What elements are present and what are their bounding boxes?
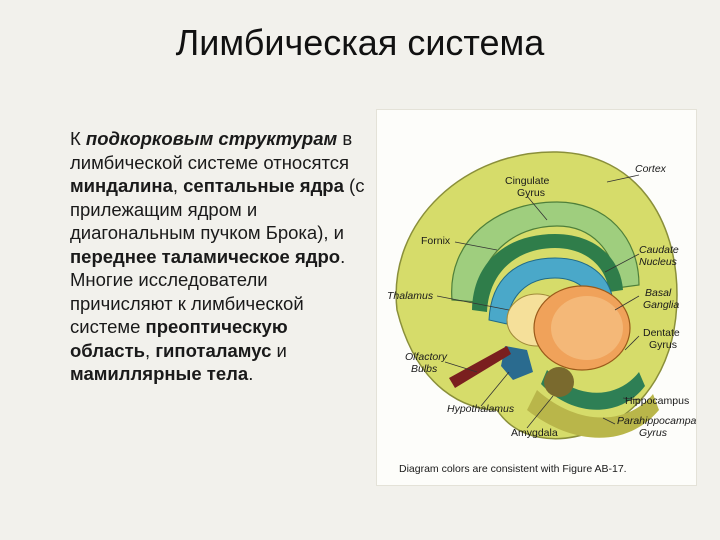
paragraph-run: К xyxy=(70,128,86,149)
slide-paragraph: К подкорковым структурам в лимбической с… xyxy=(70,127,370,386)
limbic-system-diagram: Cortex Cingulate Gyrus Fornix Caudate Nu… xyxy=(376,109,697,486)
brain-illustration: Cortex Cingulate Gyrus Fornix Caudate Nu… xyxy=(387,151,696,475)
label-cortex: Cortex xyxy=(635,163,667,175)
paragraph-run: . Многие исследователи причисляют к лимб… xyxy=(70,245,346,338)
paragraph-run: , xyxy=(145,339,156,361)
slide-title: Лимбическая система xyxy=(175,22,545,63)
label-parahippo-1: Parahippocampal xyxy=(617,415,696,427)
label-fornix: Fornix xyxy=(421,235,451,247)
label-dentate-2: Gyrus xyxy=(649,339,677,351)
parahippocampal-shape xyxy=(527,390,659,438)
paragraph-run: и xyxy=(271,339,287,361)
paragraph-run: , xyxy=(172,175,184,196)
hippocampus-shape xyxy=(541,370,645,410)
label-basal-2: Ganglia xyxy=(643,299,679,311)
paragraph-run: миндалина xyxy=(70,175,173,196)
amygdala-shape xyxy=(544,367,574,397)
fornix-shape xyxy=(472,234,623,312)
label-caudate-2: Nucleus xyxy=(639,256,678,268)
label-caudate-1: Caudate xyxy=(639,244,679,256)
cingulate-gyrus-shape xyxy=(451,201,640,303)
figure-caption: Diagram colors are consistent with Figur… xyxy=(399,463,627,475)
paragraph-run: мамиллярные тела xyxy=(70,363,249,384)
label-basal-1: Basal xyxy=(645,287,672,299)
paragraph-run: преоптическую область xyxy=(70,316,288,361)
paragraph-run: переднее таламическое ядро xyxy=(70,245,341,267)
olfactory-shape xyxy=(449,346,511,388)
label-hippocampus: Hippocampus xyxy=(625,395,689,407)
paragraph-run: (с прилежащим ядром и диагональным пучко… xyxy=(70,175,365,243)
paragraph-run: подкорковым структурам xyxy=(85,128,338,149)
label-hypothalamus: Hypothalamus xyxy=(447,403,515,415)
label-dentate-1: Dentate xyxy=(643,327,680,339)
label-parahippo-2: Gyrus xyxy=(639,427,668,439)
label-olfactory-2: Bulbs xyxy=(411,363,438,375)
paragraph-run: в лимбической системе относятся xyxy=(70,128,353,173)
label-cingulate-1: Cingulate xyxy=(505,175,550,187)
label-olfactory-1: Olfactory xyxy=(405,351,448,363)
paragraph-run: септальные ядра xyxy=(183,175,344,196)
paragraph-run: гипоталамус xyxy=(155,339,272,361)
label-thalamus: Thalamus xyxy=(387,290,434,302)
label-amygdala: Amygdala xyxy=(511,427,558,439)
label-cingulate-2: Gyrus xyxy=(517,187,545,199)
paragraph-run: . xyxy=(248,363,254,384)
